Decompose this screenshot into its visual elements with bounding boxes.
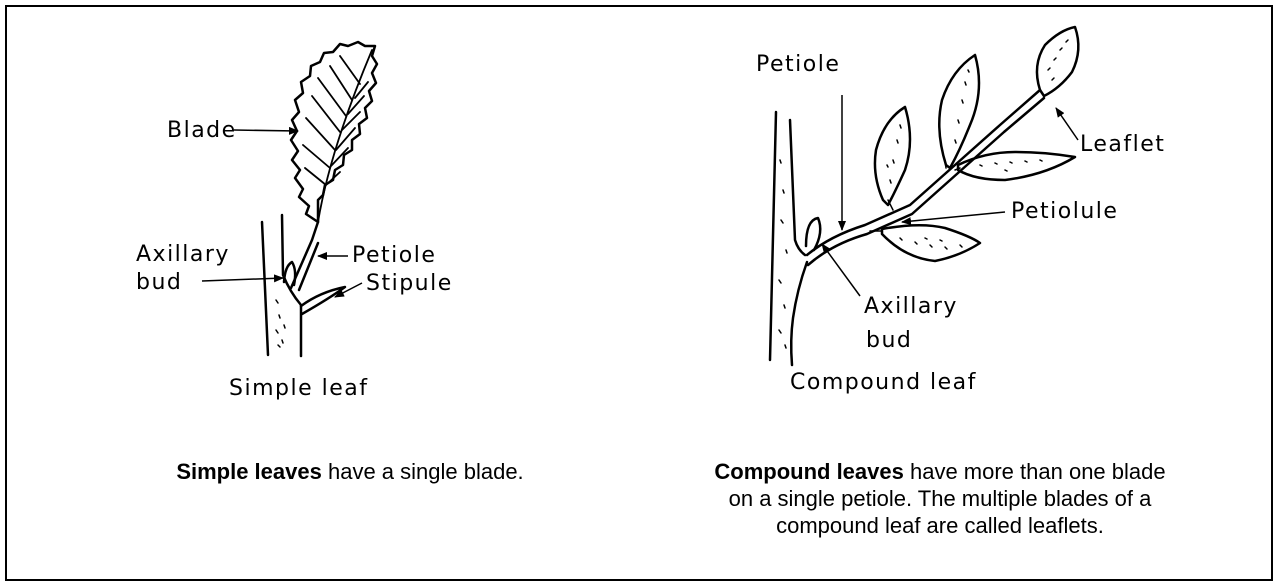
leaflet-1: [882, 225, 980, 261]
figure-title-simple: Simple leaf: [229, 378, 369, 400]
label-leaflet: Leaflet: [1080, 134, 1165, 156]
label-compound-petiole: Petiole: [756, 54, 840, 76]
leaflet-4: [939, 55, 979, 168]
label-axillary-1: Axillary: [136, 244, 230, 266]
caption-compound-line1: Compound leaves have more than one blade: [640, 458, 1240, 485]
caption-compound: Compound leaves have more than one blade…: [640, 458, 1240, 539]
leader-blade: [234, 130, 298, 131]
compound-axillary-bud: [806, 218, 820, 250]
caption-compound-line3: compound leaf are called leaflets.: [640, 512, 1240, 539]
simple-stipule: [301, 287, 345, 314]
compound-stem: [770, 112, 776, 360]
leader-leaflet: [1056, 108, 1078, 140]
caption-compound-bold: Compound leaves: [714, 459, 903, 484]
caption-compound-line1-rest: have more than one blade: [904, 459, 1166, 484]
figure-title-compound: Compound leaf: [790, 372, 977, 394]
caption-simple-rest: have a single blade.: [322, 459, 524, 484]
label-blade: Blade: [167, 120, 237, 142]
label-petiolule: Petiolule: [1011, 201, 1118, 223]
caption-simple: Simple leaves have a single blade.: [100, 458, 600, 485]
label-simple-petiole: Petiole: [352, 245, 436, 267]
simple-stem: [262, 222, 268, 355]
leaflet-5-terminal: [1037, 27, 1078, 96]
leader-petiolule: [902, 212, 1005, 222]
caption-simple-bold: Simple leaves: [176, 459, 322, 484]
label-compound-axillary-2: bud: [866, 330, 912, 352]
label-stipule: Stipule: [366, 273, 453, 295]
compound-leaders: [822, 95, 1078, 296]
leader-compound-axillary-bud: [822, 244, 860, 296]
label-compound-axillary-1: Axillary: [864, 296, 958, 318]
simple-leaf-drawing: [262, 42, 377, 356]
label-axillary-2: bud: [136, 272, 182, 294]
leaflet-2: [875, 107, 910, 205]
leader-axillary-bud: [202, 278, 283, 281]
caption-compound-line2: on a single petiole. The multiple blades…: [640, 485, 1240, 512]
